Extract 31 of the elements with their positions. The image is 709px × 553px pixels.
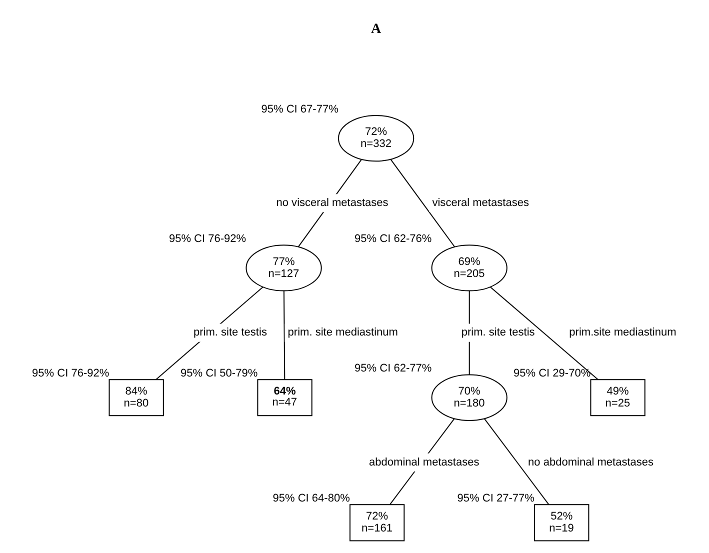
node-label: 95% CI 29-70% (513, 367, 591, 380)
node-ellipse: 72% n=332 (338, 114, 414, 162)
node-label: 95% CI 50-79% (180, 367, 258, 380)
node-box: 84% n=80 (108, 379, 164, 416)
node-label: 95% CI 62-77% (354, 362, 432, 375)
node-label: 95% CI 62-76% (354, 233, 432, 246)
node-box: 52% n=19 (534, 504, 590, 542)
node-label: 95% CI 76-92% (168, 233, 246, 246)
edge-label: no abdominal metastases (528, 456, 654, 468)
connector (390, 158, 455, 248)
edge-label: abdominal metastases (369, 456, 480, 468)
edge-label: no visceral metastases (276, 196, 388, 209)
edge-label: prim. site testis (461, 326, 535, 339)
connector (484, 418, 550, 505)
node-ellipse: 70% n=180 (431, 374, 508, 421)
connector (490, 286, 598, 380)
node-ellipse: 77% n=127 (246, 244, 322, 292)
edge-label: prim.site mediastinum (569, 326, 676, 339)
edge-label: visceral metastases (432, 196, 529, 209)
node-box: 49% n=25 (590, 379, 646, 416)
connector (283, 290, 286, 380)
label: A (371, 21, 382, 38)
edge-label: prim. site testis (194, 326, 267, 339)
node-ellipse: 69% n=205 (431, 244, 508, 292)
node-label: 95% CI 64-80% (272, 492, 350, 504)
node-label: 95% CI 76-92% (32, 367, 110, 380)
edge-label: prim. site mediastinum (288, 326, 398, 339)
node-label: 95% CI 67-77% (261, 103, 338, 116)
node-label: 95% CI 27-77% (457, 492, 534, 504)
node-box: 64% n=47 (257, 379, 312, 416)
node-box: 72% n=161 (349, 504, 405, 542)
